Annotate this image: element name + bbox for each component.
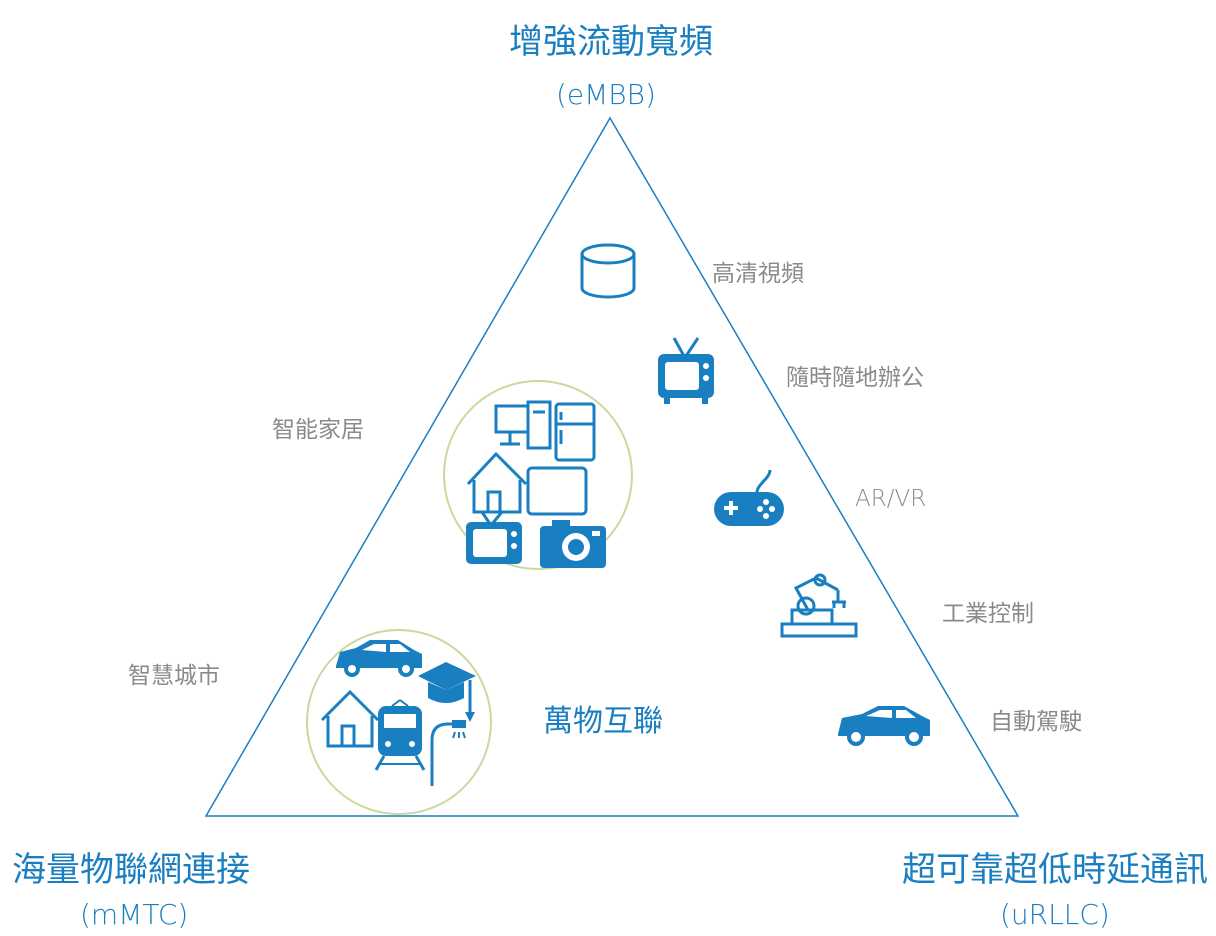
gamepad-icon [714, 469, 784, 526]
smart-home-icons [466, 400, 606, 568]
mmtc-title: 海量物聯網連接 [12, 850, 250, 890]
cylinder-icon [580, 243, 636, 299]
label-ar-vr: AR/VR [855, 486, 927, 512]
computer-icon [494, 400, 552, 450]
fridge-icon [554, 402, 596, 462]
label-hd-video: 高清視頻 [712, 261, 804, 287]
smart-home-circle [443, 380, 633, 570]
label-autonomous-driving: 自動駕駛 [990, 709, 1082, 735]
monitor-icon [526, 466, 588, 516]
graduation-cap-icon [418, 662, 476, 722]
label-smart-city: 智慧城市 [128, 663, 220, 689]
car-icon [838, 706, 930, 746]
label-industrial-control: 工業控制 [942, 601, 1034, 627]
label-mobile-office: 隨時隨地辦公 [786, 365, 924, 391]
street-lamp-icon [430, 720, 466, 786]
mmtc-abbr: (mMTC) [80, 898, 189, 931]
label-center: 萬物互聯 [543, 704, 663, 739]
urllc-title: 超可靠超低時延通訊 [902, 850, 1208, 890]
house-icon [466, 451, 528, 514]
car-icon [336, 640, 422, 677]
urllc-abbr: (uRLLC) [1000, 898, 1110, 931]
house-icon [320, 689, 380, 748]
triangle-outline [204, 116, 1020, 817]
camera-icon [540, 520, 606, 568]
embb-abbr: (eMBB) [556, 78, 656, 111]
robot-arm-icon [780, 573, 858, 638]
tv-icon [658, 337, 714, 404]
label-smart-home: 智能家居 [272, 417, 364, 443]
smart-city-icons [320, 640, 476, 786]
smart-city-circle [306, 629, 492, 815]
embb-title: 增強流動寬頻 [509, 22, 713, 62]
train-icon [374, 699, 426, 771]
tv-icon [466, 511, 522, 564]
